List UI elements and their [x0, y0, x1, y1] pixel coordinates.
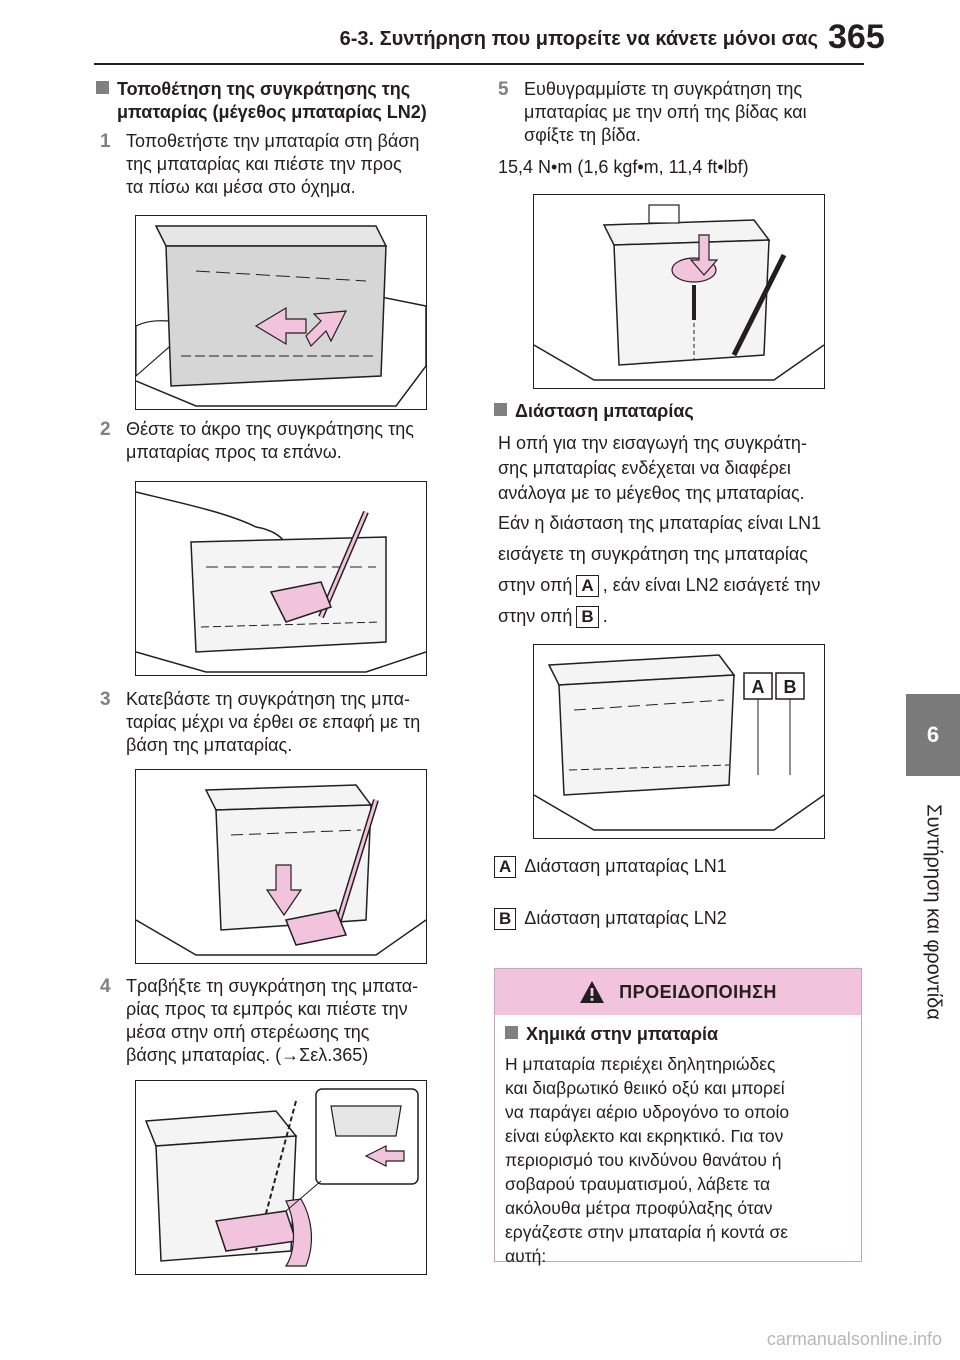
- figure-battery-placement: [135, 215, 427, 410]
- figure-lower-clamp: [135, 769, 427, 964]
- step-4: 4 Τραβήξτε τη συγκράτηση της μπατα-ρίας …: [100, 976, 419, 1065]
- battery-illustration: [534, 204, 824, 381]
- warning-header: ΠΡΟΕΙΔΟΠΟΙΗΣΗ: [495, 969, 861, 1015]
- warning-box: ΠΡΟΕΙΔΟΠΟΙΗΣΗ Χημικά στην μπαταρία Η μπα…: [494, 968, 862, 1266]
- battery-illustration: [136, 225, 426, 407]
- label-b-box: B: [576, 606, 599, 628]
- header-divider: [94, 63, 864, 65]
- warning-subtitle: Χημικά στην μπαταρία: [505, 1023, 851, 1046]
- figure-tighten-bolt: [533, 194, 825, 389]
- watermark: carmanualsonline.info: [766, 1329, 942, 1349]
- figure-secure-clamp: [135, 1080, 427, 1275]
- figure-battery-size-holes: A B: [533, 644, 825, 839]
- warning-triangle-icon: [580, 981, 605, 1003]
- square-bullet-icon: [96, 81, 109, 94]
- battery-illustration: A B: [534, 654, 824, 831]
- chapter-title: 6-3. Συντήρηση που μπορείτε να κάνετε μό…: [339, 28, 818, 50]
- chapter-tab: 6: [906, 694, 960, 776]
- square-bullet-icon: [505, 1026, 518, 1039]
- svg-text:A: A: [752, 677, 765, 697]
- label-a-box: A: [576, 575, 599, 597]
- step-3: 3 Κατεβάστε τη συγκράτηση της μπα-ταρίας…: [100, 689, 421, 755]
- battery-illustration: [136, 491, 426, 673]
- battery-illustration: [144, 1088, 419, 1267]
- figure-raise-clamp: [135, 481, 427, 676]
- legend-a: A Διάσταση μπαταρίας LN1: [494, 856, 864, 878]
- battery-size-heading: Διάσταση μπαταρίας: [494, 400, 864, 423]
- battery-size-paragraph-1: Η οπή για την εισαγωγή της συγκράτη-σης …: [498, 433, 807, 503]
- battery-size-paragraph-2: Εάν η διάσταση της μπαταρίας είναι LN1 ε…: [498, 513, 822, 628]
- legend-b: B Διάσταση μπαταρίας LN2: [494, 908, 864, 930]
- warning-text: Η μπαταρία περιέχει δηλητηριώδες και δια…: [505, 1054, 790, 1266]
- battery-illustration: [136, 784, 426, 956]
- square-bullet-icon: [494, 403, 507, 416]
- svg-text:B: B: [784, 677, 797, 697]
- torque-spec: 15,4 N•m (1,6 kgf•m, 11,4 ft•lbf): [498, 157, 749, 177]
- chapter-side-label: Συντήρηση και φροντίδα: [922, 804, 945, 1020]
- page-number: 365: [828, 18, 885, 56]
